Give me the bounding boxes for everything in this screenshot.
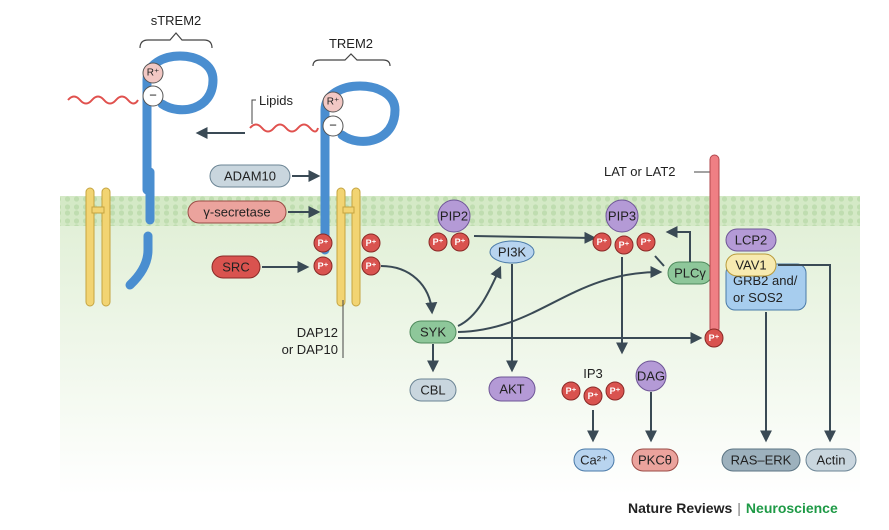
pip3-to-plc-link [654, 255, 665, 267]
src-label: SRC [222, 260, 249, 275]
ip3-phospho-groups: P⁺ P⁺ P⁺ [561, 381, 625, 406]
syk-to-pi3k-arrow [457, 265, 502, 327]
svg-text:P⁺: P⁺ [610, 386, 621, 396]
svg-text:P⁺: P⁺ [366, 261, 377, 271]
pkc-theta-label: PKCθ [638, 453, 672, 468]
plc-to-pip3-arrow [665, 226, 691, 262]
grb2-label-line1: GRB2 and/ [733, 273, 798, 288]
svg-text:P⁺: P⁺ [366, 238, 377, 248]
pip2-label: PIP2 [440, 209, 468, 224]
journal-name: Neuroscience [745, 500, 838, 516]
lat-label: LAT or LAT2 [604, 164, 676, 179]
lat-phospho-icon [704, 328, 724, 348]
strem2-minus-icon [142, 85, 164, 107]
journal-brand: Nature Reviews [628, 500, 733, 516]
ras-erk-label: RAS–ERK [731, 453, 792, 468]
trem2-r-plus-label: R⁺ [327, 97, 340, 108]
ca-label: Ca²⁺ [580, 453, 608, 468]
ca-pill [573, 448, 615, 472]
akt-pill [488, 376, 536, 402]
lat-phospho-label: P⁺ [709, 333, 720, 343]
svg-text:P⁺: P⁺ [566, 386, 577, 396]
grb2-label-line2: or SOS2 [733, 290, 783, 305]
plc-gamma-label: PLCγ [674, 266, 706, 281]
dap12-right-a [336, 187, 346, 307]
journal-separator: | [737, 500, 741, 516]
gamma-secretase-label: γ-secretase [203, 205, 270, 220]
svg-text:P⁺: P⁺ [641, 237, 652, 247]
strem2-cleaved-tail [125, 231, 153, 290]
svg-text:P⁺: P⁺ [597, 237, 608, 247]
dap12-to-syk-arrow [380, 265, 438, 315]
adam10-pill [209, 164, 291, 188]
lipids-pointer [251, 99, 256, 124]
dap12-left-b [101, 187, 111, 307]
trem2-minus-icon [322, 115, 344, 137]
cbl-label: CBL [420, 383, 445, 398]
svg-text:P⁺: P⁺ [318, 238, 329, 248]
dag-label: DAG [637, 369, 665, 384]
trem2-minus-label: − [329, 118, 337, 133]
pip2-head [437, 199, 471, 233]
strem2-bracket [139, 32, 213, 49]
lcp2-label: LCP2 [735, 233, 768, 248]
dap12-phospho-groups: P⁺ P⁺ P⁺ P⁺ [313, 233, 381, 276]
vav1-to-actin-arrow [778, 264, 836, 443]
lipids-label: Lipids [259, 93, 293, 108]
trem2-bracket [312, 53, 391, 67]
dap12-left-a [85, 187, 95, 307]
trem2-label: TREM2 [329, 36, 373, 51]
svg-text:P⁺: P⁺ [455, 237, 466, 247]
actin-pill [805, 448, 857, 472]
gamma-secretase-pill [187, 200, 287, 224]
dap12-right-bridge [342, 206, 355, 214]
vav1-label: VAV1 [735, 258, 766, 273]
adam10-label: ADAM10 [224, 169, 276, 184]
dag-head [635, 360, 667, 392]
pip3-head [605, 199, 639, 233]
strem2-r-plus-icon [142, 62, 164, 84]
syk-to-plc-arrow [457, 266, 663, 333]
lat-transmembrane [709, 154, 720, 334]
pip2-phospho-groups: P⁺ P⁺ [428, 232, 470, 252]
journal-credit: Nature Reviews|Neuroscience [628, 500, 838, 516]
pi3k-label: PI3K [498, 245, 527, 260]
svg-text:P⁺: P⁺ [433, 237, 444, 247]
pip3-phospho-groups: P⁺ P⁺ P⁺ [592, 232, 656, 255]
trem2-lipid-chain [249, 123, 319, 133]
svg-text:P⁺: P⁺ [619, 240, 630, 250]
trem2-r-plus-icon [322, 91, 344, 113]
strem2-minus-label: − [149, 88, 157, 103]
dap-label-line1: DAP12 [297, 325, 338, 340]
svg-text:P⁺: P⁺ [318, 261, 329, 271]
pi3k-node [489, 240, 535, 264]
dap12-right-b [351, 187, 361, 307]
cbl-pill [409, 378, 457, 402]
vav1-pill [725, 253, 777, 277]
svg-text:P⁺: P⁺ [588, 391, 599, 401]
src-pill [211, 255, 261, 279]
pip3-label: PIP3 [608, 209, 636, 224]
actin-label: Actin [817, 453, 846, 468]
pkc-theta-pill [631, 448, 679, 472]
ip3-label: IP3 [583, 366, 603, 381]
strem2-label: sTREM2 [151, 13, 202, 28]
dap-label-line2: or DAP10 [282, 342, 338, 357]
dap12-left-bridge [91, 206, 105, 214]
akt-label: AKT [499, 382, 524, 397]
strem2-r-plus-label: R⁺ [147, 68, 160, 79]
strem2-lipid-chain [67, 95, 139, 105]
syk-pill [409, 320, 457, 344]
lcp2-pill [725, 228, 777, 252]
pip2-to-pip3-arrow [473, 231, 597, 244]
syk-label: SYK [420, 325, 446, 340]
ras-erk-pill [721, 448, 801, 472]
